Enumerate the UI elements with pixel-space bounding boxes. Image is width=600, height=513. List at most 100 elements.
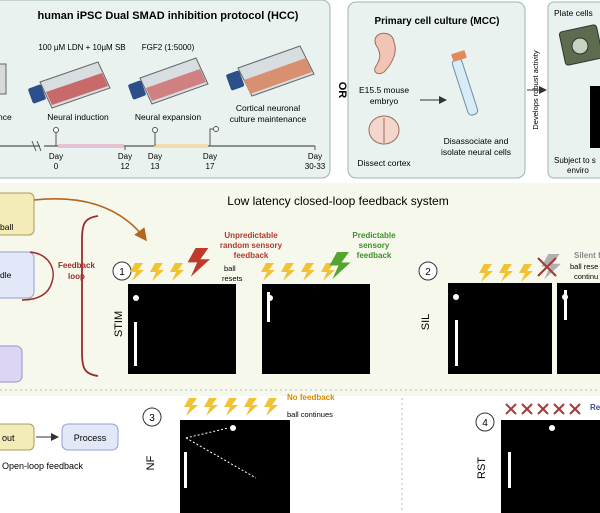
unpredictable-label-1: Unpredictable <box>224 231 278 240</box>
subject-label-2: enviro <box>567 166 589 175</box>
cross-icon <box>537 403 549 415</box>
mea-chip-icon <box>558 24 600 66</box>
timeline-value: 0 <box>54 162 59 171</box>
ball-resets-label-1: ball <box>224 264 236 273</box>
hcc-title: human iPSC Dual SMAD inhibition protocol… <box>38 10 299 22</box>
timeline-label: Day <box>308 152 322 161</box>
ball-trajectory <box>185 427 229 439</box>
panel-4-number: 4 <box>482 418 488 429</box>
bracket <box>81 215 99 377</box>
cross-icon <box>553 403 565 415</box>
stage-expansion: Neural expansion <box>135 112 201 122</box>
ball-arrow <box>33 197 147 242</box>
game-screen <box>262 284 370 374</box>
bolt-icon <box>184 398 198 416</box>
timeline-label: Day <box>49 152 63 161</box>
cross-icon <box>569 403 581 415</box>
unpredictable-label-3: feedback <box>234 251 269 260</box>
ball <box>230 425 236 431</box>
fgf-label: FGF2 (1:5000) <box>142 43 195 52</box>
feedback-loop-label-1: Feedback <box>58 261 95 270</box>
bolt-icon <box>204 398 218 416</box>
ball-continues-label: ball continues <box>287 410 333 419</box>
flask-icon <box>0 63 7 95</box>
cross-icon-group <box>505 403 581 415</box>
cross-icon <box>521 403 533 415</box>
bolt-icon <box>224 398 238 416</box>
ball-box-label: ball <box>0 222 13 232</box>
timeline-label: Day <box>148 152 162 161</box>
nf-label: NF <box>145 455 157 470</box>
game-screen <box>448 283 552 374</box>
stage-left-partial: nce <box>0 112 12 122</box>
game-screen <box>128 284 236 374</box>
cross-icon <box>537 257 557 277</box>
timeline-value: 12 <box>121 162 130 171</box>
output-box <box>0 345 23 383</box>
process-label: Process <box>74 433 107 443</box>
bolt-icon <box>264 398 278 416</box>
paddle-box-label: dle <box>0 270 12 280</box>
out-label: out <box>2 433 15 443</box>
timeline-value: 17 <box>206 162 215 171</box>
embryo-icon <box>374 32 396 75</box>
paddle-box <box>0 251 35 299</box>
output-box <box>0 423 35 451</box>
plate-label: Plate cells <box>554 8 593 18</box>
open-loop-label: Open-loop feedback <box>2 461 84 471</box>
brain-icon <box>368 115 400 145</box>
re-partial-label: Re <box>590 403 600 412</box>
embryo-label-2: embryo <box>370 96 399 106</box>
timeline-label: Day <box>118 152 132 161</box>
feedback-loop-label-2: loop <box>68 272 85 281</box>
ball <box>453 294 459 300</box>
bolt-icon-group <box>184 398 278 416</box>
mcc-title: Primary cell culture (MCC) <box>374 16 499 27</box>
predictable-label-2: sensory <box>359 241 390 250</box>
rst-label: RST <box>476 457 488 479</box>
panel-2-number: 2 <box>425 267 431 278</box>
panel-4-number-badge <box>475 412 495 432</box>
bolt-icon <box>244 398 258 416</box>
predictable-label-1: Predictable <box>352 231 396 240</box>
cross-icon <box>505 403 517 415</box>
ball-trajectory <box>185 437 257 479</box>
unpredictable-label-2: random sensory <box>220 241 283 250</box>
paddle <box>134 322 137 366</box>
paddle <box>508 452 511 488</box>
bolt-icon-red <box>187 248 210 277</box>
timeline-label: Day <box>203 152 217 161</box>
bolt-icon-green <box>329 252 351 279</box>
panel-1-number: 1 <box>119 267 125 278</box>
bolt-icon-grey <box>541 254 561 280</box>
embryo-label-1: E15.5 mouse <box>359 85 409 95</box>
disassociate-label-1: Disassociate and <box>444 136 509 146</box>
feedback-loop-arrow <box>21 251 54 301</box>
closed-loop-title: Low latency closed-loop feedback system <box>227 194 448 208</box>
paddle <box>267 292 270 322</box>
timeline-value: 13 <box>151 162 160 171</box>
panel-3-number-badge <box>142 407 162 427</box>
paddle <box>564 290 567 320</box>
ball <box>133 295 139 301</box>
dissect-label: Dissect cortex <box>357 158 411 168</box>
ball-resets-label-2: resets <box>222 274 243 283</box>
paddle <box>455 320 458 366</box>
tube-icon <box>451 50 479 116</box>
stage-induction: Neural induction <box>47 112 109 122</box>
predictable-label-3: feedback <box>357 251 392 260</box>
sil-label: SIL <box>420 314 432 331</box>
panel-2-number-badge <box>418 261 438 281</box>
silent-label-2: ball rese <box>570 262 598 271</box>
stim-label: STIM <box>113 311 125 337</box>
timeline-value: 30-33 <box>305 162 326 171</box>
paddle <box>184 452 187 488</box>
screen-partial <box>590 86 600 148</box>
timeline <box>0 126 316 152</box>
ball-box <box>0 192 35 236</box>
flask-icon <box>28 61 111 109</box>
or-label: OR <box>336 82 348 99</box>
silent-label-1: Silent f <box>574 251 600 260</box>
panel-3-number: 3 <box>149 413 155 424</box>
